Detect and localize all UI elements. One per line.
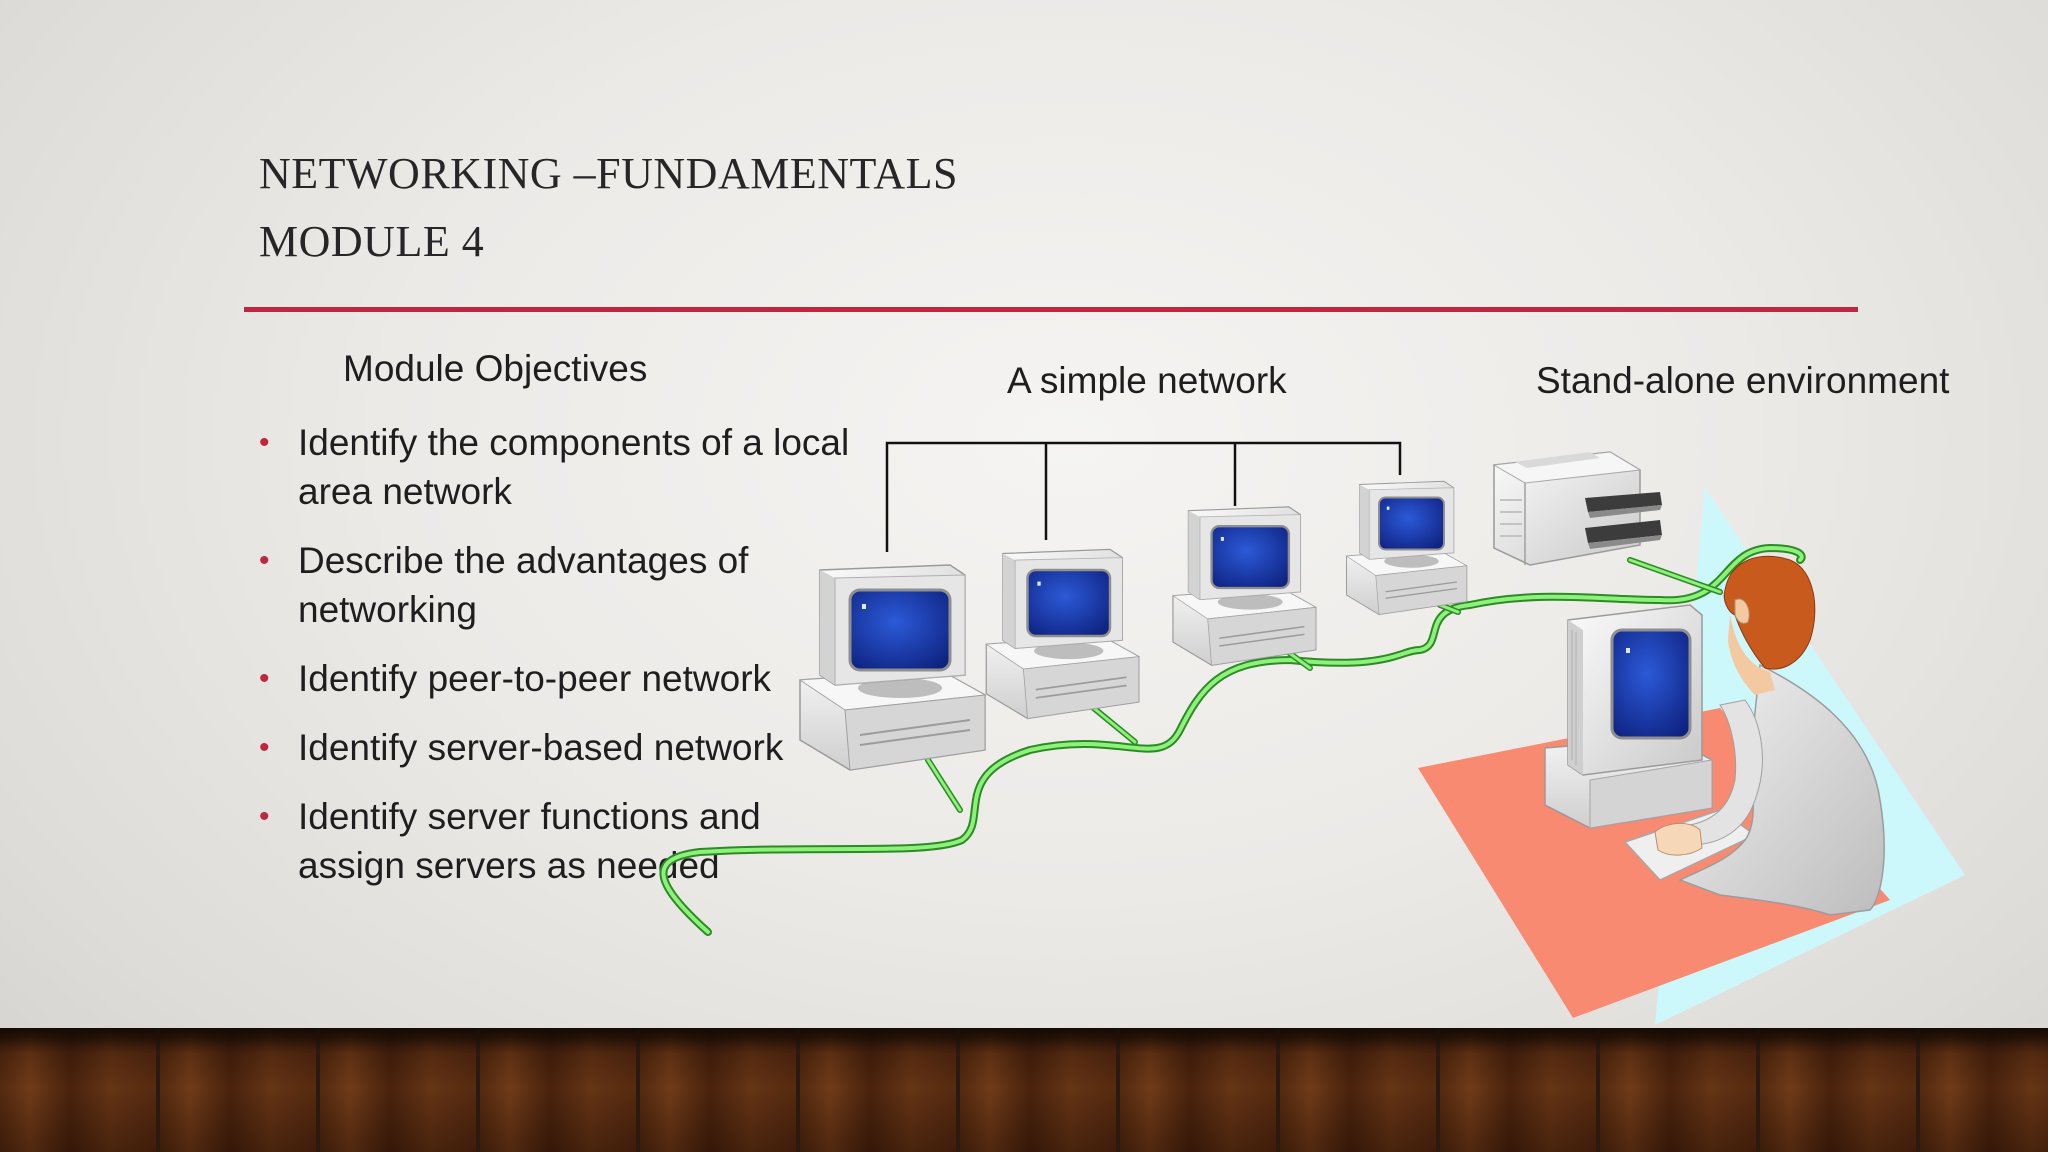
bullet-icon: • [259, 544, 270, 577]
objective-text: Identify peer-to-peer network [298, 658, 772, 699]
simple-network-label: A simple network [1007, 360, 1287, 401]
objective-text: Describe the advantages of networking [298, 540, 749, 630]
standalone-environment-label: Stand-alone environment [1536, 360, 1950, 401]
title-divider [244, 307, 1858, 312]
objectives-list: • Identify the components of a local area… [259, 418, 869, 910]
floor-shadow [0, 1028, 2048, 1054]
bullet-icon: • [259, 426, 270, 459]
objective-text: Identify server functions and assign ser… [298, 796, 761, 886]
objective-item: • Identify the components of a local area… [259, 418, 869, 516]
bullet-icon: • [259, 800, 270, 833]
computer-icon [1171, 505, 1318, 667]
objectives-heading: Module Objectives [343, 348, 648, 389]
title-line-1: NETWORKING –FUNDAMENTALS [259, 149, 958, 198]
objective-item: • Describe the advantages of networking [259, 536, 869, 634]
bullet-icon: • [259, 662, 270, 695]
computer-icon [985, 548, 1141, 720]
computer-icon [1345, 480, 1468, 616]
network-cable [659, 543, 1806, 936]
printer-icon [1492, 451, 1662, 566]
person-icon [1654, 555, 1885, 916]
bullet-icon: • [259, 731, 270, 764]
objective-text: Identify the components of a local area … [298, 422, 850, 512]
computer-icon [798, 563, 987, 772]
network-bus [885, 441, 1402, 552]
title-line-2: MODULE 4 [259, 217, 485, 266]
objective-item: • Identify server functions and assign se… [259, 792, 869, 890]
objective-item: • Identify server-based network [259, 723, 869, 772]
slide-title: NETWORKING –FUNDAMENTALS MODULE 4 [259, 140, 958, 276]
objective-item: • Identify peer-to-peer network [259, 654, 869, 703]
objective-text: Identify server-based network [298, 727, 784, 768]
